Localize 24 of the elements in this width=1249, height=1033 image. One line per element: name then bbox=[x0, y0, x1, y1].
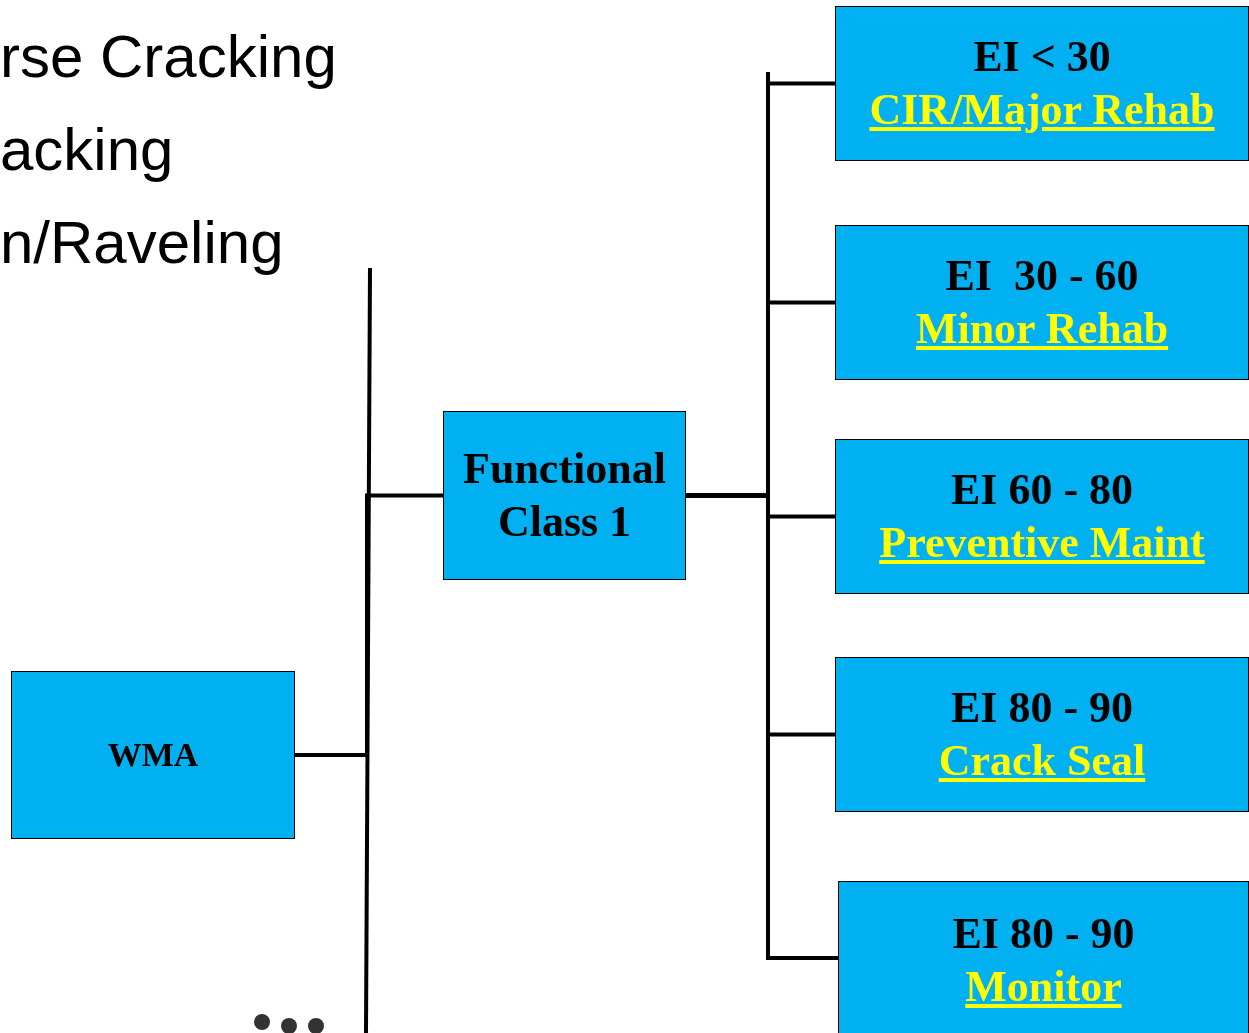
process-box bbox=[838, 881, 1249, 1033]
link-text: Crack Seal bbox=[938, 734, 1146, 787]
connector-line bbox=[295, 493, 443, 757]
process-box bbox=[835, 439, 1249, 594]
link-text: Minor Rehab bbox=[915, 302, 1169, 355]
process-box bbox=[835, 6, 1249, 161]
bullet-text: rse Cracking bbox=[0, 22, 337, 91]
box-heading: EI 80 - 90 bbox=[952, 908, 1135, 961]
process-box bbox=[835, 657, 1249, 812]
box-heading: WMA bbox=[107, 734, 199, 775]
box-heading: Functional Class 1 bbox=[462, 442, 667, 548]
connector-line bbox=[686, 493, 838, 960]
box-heading: EI 80 - 90 bbox=[950, 681, 1134, 734]
box-heading: EI < 30 bbox=[973, 30, 1111, 83]
box-heading: EI 30 - 60 bbox=[945, 249, 1139, 302]
process-box bbox=[11, 671, 295, 839]
process-box bbox=[443, 411, 686, 580]
link-text: CIR/Major Rehab bbox=[869, 83, 1215, 136]
link-text: Preventive Maint bbox=[879, 516, 1205, 569]
process-box bbox=[835, 225, 1249, 380]
bullet-text: acking bbox=[0, 115, 174, 184]
link-text: Monitor bbox=[965, 961, 1122, 1013]
box-heading: EI 60 - 80 bbox=[950, 463, 1134, 516]
bullet-text: n/Raveling bbox=[0, 208, 284, 277]
